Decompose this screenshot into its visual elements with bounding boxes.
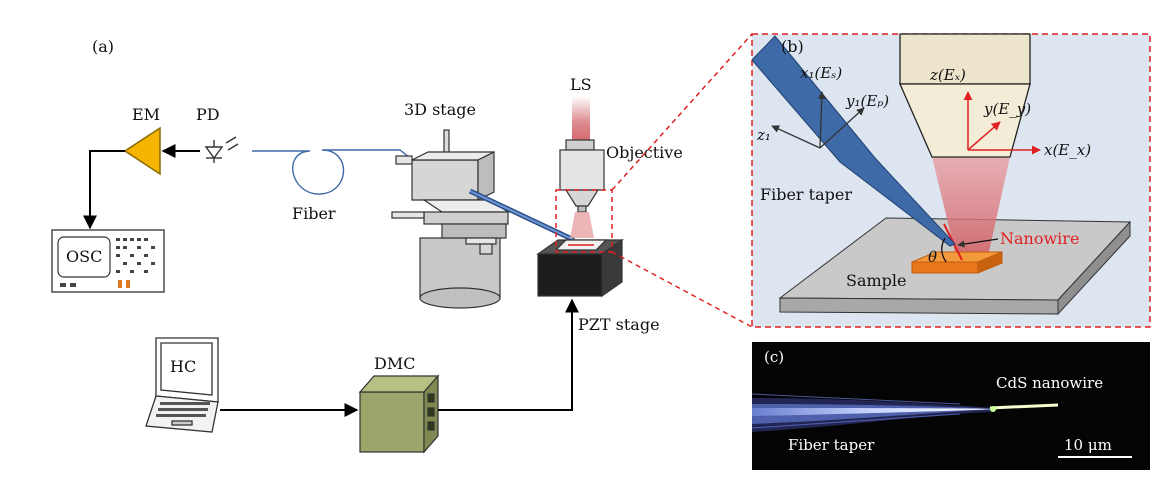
dmc-to-pzt-arrow <box>438 298 579 411</box>
pzt-label: PZT stage <box>578 315 660 334</box>
em-amplifier-icon <box>123 126 161 176</box>
oscilloscope-icon <box>51 229 165 293</box>
em-to-osc-arrow <box>83 150 125 230</box>
3d-stage-icon <box>391 129 510 309</box>
y1-axis-label: y₁(Eₚ) <box>845 92 889 110</box>
dmc-box-icon <box>358 374 440 454</box>
panel-b <box>751 33 1151 328</box>
x-axis-label: x(E_x) <box>1044 141 1091 159</box>
fiber-label: Fiber <box>292 204 336 223</box>
ls-label: LS <box>570 75 592 94</box>
panel-c-micrograph <box>751 342 1150 470</box>
theta-label: θ <box>928 248 937 266</box>
osc-label: OSC <box>66 247 102 266</box>
hc-label: HC <box>170 357 196 376</box>
objective-label: Objective <box>606 143 683 162</box>
z1-axis-label: z₁ <box>756 126 771 144</box>
pzt-stage-icon <box>536 238 624 298</box>
panel-a-label: (a) <box>92 37 114 56</box>
zoom-box <box>555 189 613 253</box>
fiber-line <box>252 149 411 195</box>
photodiode-icon <box>204 136 239 163</box>
nanowire-label: Nanowire <box>1000 229 1079 248</box>
cds-nanowire-label: CdS nanowire <box>996 374 1103 392</box>
3d-stage-label: 3D stage <box>404 100 476 119</box>
dmc-label: DMC <box>374 354 415 373</box>
fiber-taper-label-c: Fiber taper <box>788 436 875 454</box>
ls-beam <box>572 96 590 140</box>
em-label: EM <box>132 105 160 124</box>
panel-b-label: (b) <box>781 37 804 56</box>
x1-axis-label: x₁(Eₛ) <box>800 64 842 82</box>
sample-label: Sample <box>846 271 907 290</box>
objective-icon <box>559 139 605 213</box>
scale-bar-label: 10 μm <box>1064 436 1112 454</box>
fiber-taper-label-b: Fiber taper <box>760 185 852 204</box>
z-axis-label: z(Eₓ) <box>929 66 966 84</box>
pd-label: PD <box>196 105 220 124</box>
panel-c-label: (c) <box>764 348 784 366</box>
focused-beam <box>570 212 594 238</box>
laptop-icon <box>145 337 219 433</box>
y-axis-label: y(E_y) <box>983 100 1031 118</box>
